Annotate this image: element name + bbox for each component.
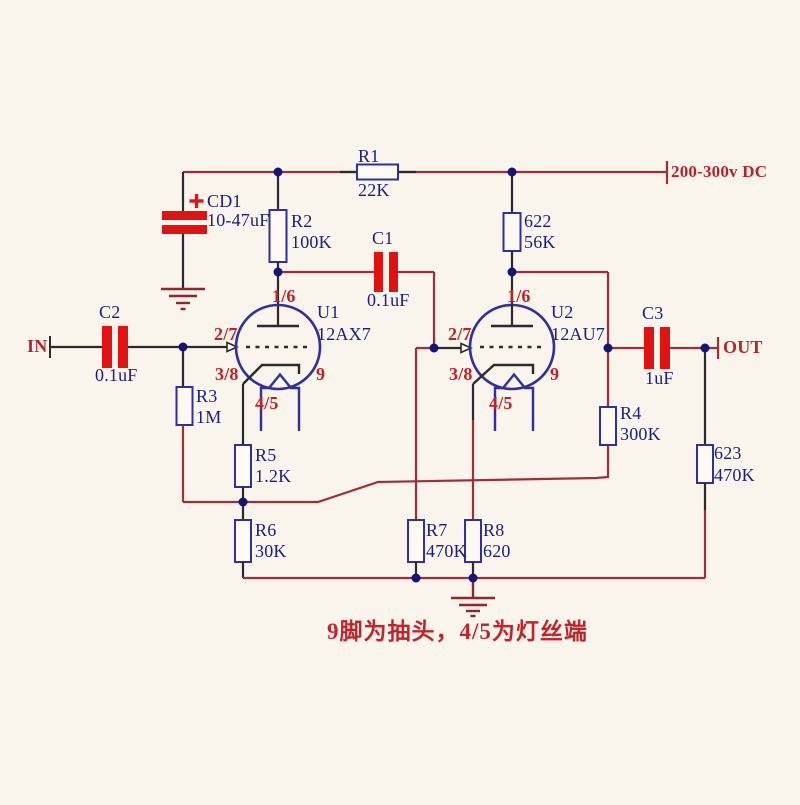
u2-plate-wire (512, 270, 610, 407)
input-label: IN (27, 336, 48, 356)
u2-pin-plate-label: 1/6 (507, 286, 531, 306)
tube-u1 (234, 303, 322, 431)
u1-grid-arrow-icon (226, 341, 239, 353)
c3-name-label: C3 (642, 303, 664, 323)
r622-value-label: 56K (524, 232, 556, 252)
r6-value-label: 30K (255, 541, 287, 561)
r2-value-label: 100K (291, 232, 332, 252)
ground-symbol-bottom (451, 578, 495, 618)
r4-value-label: 300K (620, 424, 661, 444)
u1-pin-plate-label: 1/6 (272, 286, 296, 306)
resistor-r2 (268, 172, 288, 326)
cd1-value-label: 10-47uF (207, 210, 270, 230)
resistor-r6 (234, 502, 252, 578)
resistor-r4 (599, 406, 617, 446)
r8-name-label: R8 (483, 520, 505, 540)
r6-name-label: R6 (255, 520, 277, 540)
schematic-note: 9脚为抽头，4/5为灯丝端 (327, 619, 588, 644)
input-terminal (49, 336, 102, 358)
r3-name-label: R3 (196, 386, 218, 406)
r7-value-label: 470K (426, 541, 467, 561)
output-label: OUT (723, 337, 763, 357)
r8-value-label: 620 (483, 541, 511, 561)
resistor-623 (696, 348, 714, 578)
resistor-622 (502, 172, 522, 326)
u2-name-label: U2 (551, 302, 574, 322)
cd1-polarity-plus-icon (189, 194, 204, 208)
u1-pin-tap-label: 9 (316, 364, 326, 384)
ground-symbol-left (161, 287, 205, 311)
u2-grid-wire (434, 342, 473, 354)
u1-pin-heater-label: 4/5 (255, 393, 279, 413)
feedback-wire (243, 445, 610, 504)
resistor-r3 (175, 347, 243, 504)
u2-grid-arrow-icon (460, 342, 473, 354)
u2-pin-cathode-label: 3/8 (449, 364, 473, 384)
u1-pin-grid-label: 2/7 (214, 324, 238, 344)
resistor-r5 (234, 384, 252, 502)
u1-type-label: 12AX7 (317, 324, 371, 344)
junction-dots (178, 167, 710, 583)
capacitor-cd1 (162, 172, 207, 288)
power-rail-label: 200-300v DC (671, 162, 768, 181)
r5-name-label: R5 (255, 445, 277, 465)
r1-name-label: R1 (358, 146, 380, 166)
u1-grid-wire (183, 341, 239, 353)
r7-name-label: R7 (426, 520, 448, 540)
u1-heater (259, 372, 301, 431)
r5-value-label: 1.2K (255, 466, 292, 486)
c2-value-label: 0.1uF (95, 365, 138, 385)
c1-value-label: 0.1uF (367, 290, 410, 310)
capacitor-c1 (278, 252, 436, 348)
u2-pin-tap-label: 9 (550, 364, 560, 384)
r623-value-label: 470K (714, 465, 755, 485)
u2-heater (493, 372, 535, 431)
power-rail (183, 161, 669, 184)
u2-pin-heater-label: 4/5 (489, 393, 513, 413)
u1-name-label: U1 (317, 302, 340, 322)
r2-name-label: R2 (291, 211, 313, 231)
resistor-r1 (340, 163, 416, 181)
r4-name-label: R4 (620, 403, 642, 423)
u1-cathode (242, 363, 301, 385)
r3-value-label: 1M (196, 407, 222, 427)
cd1-name-label: CD1 (207, 191, 242, 211)
capacitor-c2 (102, 326, 183, 368)
u2-pin-grid-label: 2/7 (448, 324, 472, 344)
c3-value-label: 1uF (645, 368, 674, 388)
r622-name-label: 622 (524, 211, 552, 231)
u2-cathode (472, 363, 535, 385)
r623-name-label: 623 (714, 443, 742, 463)
capacitor-c3 (608, 327, 705, 369)
r1-value-label: 22K (358, 180, 390, 200)
u1-pin-cathode-label: 3/8 (215, 364, 239, 384)
c1-name-label: C1 (372, 228, 394, 248)
resistor-r8 (464, 384, 482, 578)
u2-type-label: 12AU7 (551, 324, 605, 344)
resistor-r7 (407, 346, 434, 578)
c2-name-label: C2 (99, 302, 121, 322)
